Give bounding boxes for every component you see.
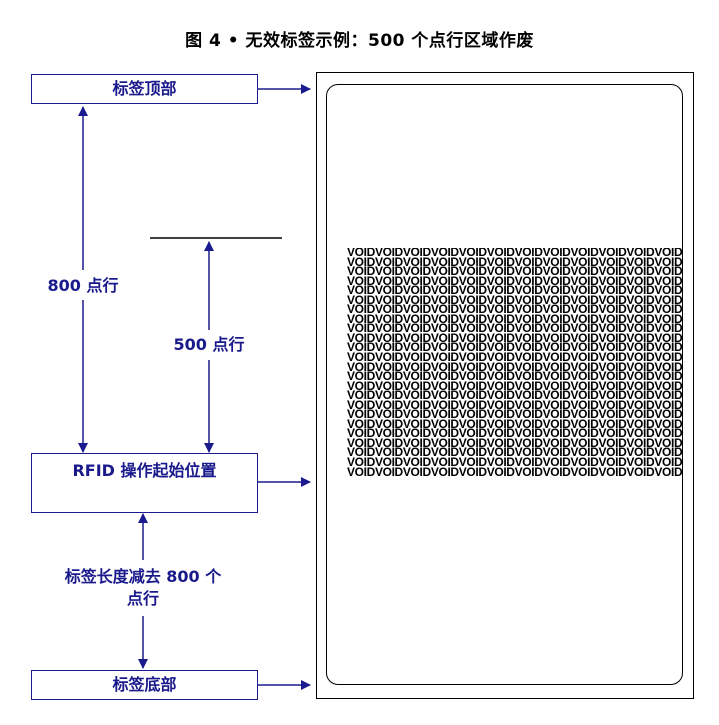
- label-bottom-box: 标签底部: [31, 670, 258, 700]
- void-line: VOIDVOIDVOIDVOIDVOIDVOIDVOIDVOIDVOIDVOID…: [347, 254, 683, 269]
- label-top-box: 标签顶部: [31, 74, 258, 104]
- void-line: VOIDVOIDVOIDVOIDVOIDVOIDVOIDVOIDVOIDVOID…: [347, 248, 683, 259]
- void-line: VOIDVOIDVOIDVOIDVOIDVOIDVOIDVOIDVOIDVOID…: [347, 311, 683, 326]
- void-line: VOIDVOIDVOIDVOIDVOIDVOIDVOIDVOIDVOIDVOID…: [347, 388, 683, 403]
- void-line: VOIDVOIDVOIDVOIDVOIDVOIDVOIDVOIDVOIDVOID…: [347, 292, 683, 307]
- void-line: VOIDVOIDVOIDVOIDVOIDVOIDVOIDVOIDVOIDVOID…: [347, 445, 683, 460]
- void-line: VOIDVOIDVOIDVOIDVOIDVOIDVOIDVOIDVOIDVOID…: [347, 435, 683, 450]
- rfid-start-text: RFID 操作起始位置: [72, 461, 217, 480]
- dots-800-label: 800 点行: [38, 275, 128, 297]
- void-line: VOIDVOIDVOIDVOIDVOIDVOIDVOIDVOIDVOIDVOID…: [347, 464, 683, 478]
- void-line: VOIDVOIDVOIDVOIDVOIDVOIDVOIDVOIDVOIDVOID…: [347, 264, 683, 279]
- length-minus-label: 标签长度减去 800 个 点行: [40, 566, 246, 610]
- void-line: VOIDVOIDVOIDVOIDVOIDVOIDVOIDVOIDVOIDVOID…: [347, 273, 683, 288]
- figure-title: 图 4 • 无效标签示例：500 个点行区域作废: [185, 31, 534, 51]
- label-illustration: VOIDVOIDVOIDVOIDVOIDVOIDVOIDVOIDVOIDVOID…: [316, 72, 694, 699]
- dots-500-label: 500 点行: [164, 334, 254, 356]
- length-minus-line2: 点行: [126, 589, 159, 608]
- void-line: VOIDVOIDVOIDVOIDVOIDVOIDVOIDVOIDVOIDVOID…: [347, 350, 683, 365]
- void-line: VOIDVOIDVOIDVOIDVOIDVOIDVOIDVOIDVOIDVOID…: [347, 283, 683, 298]
- void-line: VOIDVOIDVOIDVOIDVOIDVOIDVOIDVOIDVOIDVOID…: [347, 455, 683, 470]
- label-outline: VOIDVOIDVOIDVOIDVOIDVOIDVOIDVOIDVOIDVOID…: [326, 84, 683, 685]
- void-line: VOIDVOIDVOIDVOIDVOIDVOIDVOIDVOIDVOIDVOID…: [347, 378, 683, 393]
- void-line: VOIDVOIDVOIDVOIDVOIDVOIDVOIDVOIDVOIDVOID…: [347, 359, 683, 374]
- void-line: VOIDVOIDVOIDVOIDVOIDVOIDVOIDVOIDVOIDVOID…: [347, 426, 683, 441]
- void-line: VOIDVOIDVOIDVOIDVOIDVOIDVOIDVOIDVOIDVOID…: [347, 369, 683, 384]
- void-line: VOIDVOIDVOIDVOIDVOIDVOIDVOIDVOIDVOIDVOID…: [347, 407, 683, 422]
- void-line: VOIDVOIDVOIDVOIDVOIDVOIDVOIDVOIDVOIDVOID…: [347, 416, 683, 431]
- label-top-text: 标签顶部: [112, 79, 177, 98]
- rfid-start-box: RFID 操作起始位置: [31, 453, 258, 513]
- length-minus-line1: 标签长度减去 800 个: [64, 567, 222, 586]
- void-line: VOIDVOIDVOIDVOIDVOIDVOIDVOIDVOIDVOIDVOID…: [347, 330, 683, 345]
- void-line: VOIDVOIDVOIDVOIDVOIDVOIDVOIDVOIDVOIDVOID…: [347, 321, 683, 336]
- void-line: VOIDVOIDVOIDVOIDVOIDVOIDVOIDVOIDVOIDVOID…: [347, 397, 683, 412]
- void-pattern: VOIDVOIDVOIDVOIDVOIDVOIDVOIDVOIDVOIDVOID…: [347, 248, 683, 477]
- void-line: VOIDVOIDVOIDVOIDVOIDVOIDVOIDVOIDVOIDVOID…: [347, 302, 683, 317]
- label-bottom-text: 标签底部: [112, 675, 177, 694]
- void-line: VOIDVOIDVOIDVOIDVOIDVOIDVOIDVOIDVOIDVOID…: [347, 340, 683, 355]
